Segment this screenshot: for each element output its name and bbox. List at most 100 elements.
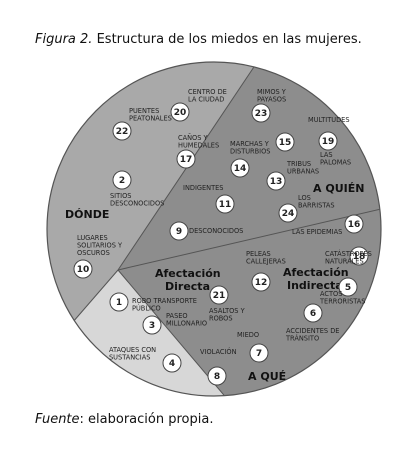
item-label-line: CENTRO DE bbox=[188, 88, 227, 96]
item-number-circle bbox=[109, 292, 129, 312]
item-label-line: CAÑOS Y bbox=[178, 133, 209, 142]
item-number-circle bbox=[318, 131, 338, 151]
item-label-line: ACCIDENTES DE bbox=[286, 327, 339, 335]
item-label-line: PALOMAS bbox=[320, 159, 351, 167]
item-number: 3 bbox=[149, 321, 155, 331]
item-number-circle bbox=[349, 246, 369, 266]
item-number-circle bbox=[251, 103, 271, 123]
item-number: 16 bbox=[348, 220, 361, 230]
item-label-line: LAS EPIDEMIAS bbox=[292, 228, 342, 236]
item-number: 2 bbox=[119, 176, 125, 186]
sector-label-indirecta-1: Afectación bbox=[283, 266, 349, 279]
item-number-circle bbox=[169, 221, 189, 241]
item-label: VIOLACIÓN bbox=[200, 347, 237, 356]
item-number-circle bbox=[73, 259, 93, 279]
item-number-circle bbox=[275, 132, 295, 152]
item-label-line: LOS bbox=[298, 194, 311, 202]
figure-title: Estructura de los miedos en las mujeres. bbox=[96, 32, 362, 47]
item-label-line: NATURALES bbox=[325, 258, 364, 266]
item-label-line: LA CIUDAD bbox=[188, 96, 224, 104]
item-number: 6 bbox=[310, 309, 316, 319]
item-number: 4 bbox=[169, 359, 175, 369]
item-label-line: ROBOS bbox=[209, 315, 233, 323]
item-number: 10 bbox=[77, 265, 90, 275]
item-label-line: LUGARES bbox=[77, 234, 108, 242]
item-label-line: SUSTANCIAS bbox=[109, 354, 150, 362]
item-label-line: PÚBLICO bbox=[132, 304, 161, 313]
item-number: 7 bbox=[256, 349, 262, 359]
item-label-line: ASALTOS Y bbox=[209, 307, 246, 315]
item-label-line: OSCUROS bbox=[77, 249, 110, 257]
sector-label-directa-2: Directa bbox=[165, 280, 210, 293]
item-label-line: MILLONARIO bbox=[166, 320, 207, 328]
item-number-circle bbox=[207, 366, 227, 386]
item-number: 8 bbox=[214, 372, 220, 382]
item-label-line: PEATONALES bbox=[129, 115, 172, 123]
item-label-line: URBANAS bbox=[287, 168, 319, 176]
item-label-line: DESCONOCIDOS bbox=[110, 200, 164, 208]
figure-label: Figura 2. bbox=[35, 32, 93, 47]
item-label-line: ROBO TRANSPORTE bbox=[132, 297, 197, 305]
item-label-line: MIEDO bbox=[237, 331, 259, 339]
item-label: MIEDO bbox=[237, 331, 259, 339]
item-label-line: VIOLACIÓN bbox=[200, 347, 237, 356]
item-number: 15 bbox=[279, 138, 292, 148]
item-number: 24 bbox=[282, 209, 295, 219]
item-number-circle bbox=[170, 102, 190, 122]
item-label-line: PELEAS bbox=[246, 250, 271, 258]
item-number: 17 bbox=[180, 155, 193, 165]
item-label-line: ACTOS bbox=[320, 290, 342, 298]
figure-source: Fuente: elaboración propia. bbox=[35, 412, 213, 427]
item-label-line: TRÁNSITO bbox=[285, 334, 319, 343]
item-number: 18 bbox=[353, 252, 366, 262]
item-number: 12 bbox=[255, 278, 268, 288]
item-number: 11 bbox=[219, 200, 232, 210]
sector-label-donde: DÓNDE bbox=[65, 208, 109, 221]
item-label-line: HUMEDALES bbox=[178, 142, 219, 150]
item-number-circle bbox=[142, 315, 162, 335]
item-label-line: CALLEJERAS bbox=[246, 258, 286, 266]
item-number-circle bbox=[176, 149, 196, 169]
item-number: 23 bbox=[255, 109, 268, 119]
item-number: 19 bbox=[322, 137, 335, 147]
item-number: 1 bbox=[116, 298, 122, 308]
item-number: 5 bbox=[345, 283, 351, 293]
item-number: 22 bbox=[116, 127, 129, 137]
fear-item: 8 MIEDO bbox=[207, 331, 259, 386]
item-label: INDIGENTES bbox=[183, 184, 224, 192]
item-label-line: MIMOS Y bbox=[257, 88, 287, 96]
item-number-circle bbox=[249, 343, 269, 363]
item-label-line: DISTURBIOS bbox=[230, 148, 271, 156]
item-number-circle bbox=[278, 203, 298, 223]
item-number: 21 bbox=[213, 291, 226, 301]
item-number-circle bbox=[338, 277, 358, 297]
sector-label-a-quien: A QUIÉN bbox=[313, 182, 364, 195]
item-label-line: PUENTES bbox=[129, 107, 159, 115]
item-label-line: MARCHAS Y bbox=[230, 140, 270, 148]
